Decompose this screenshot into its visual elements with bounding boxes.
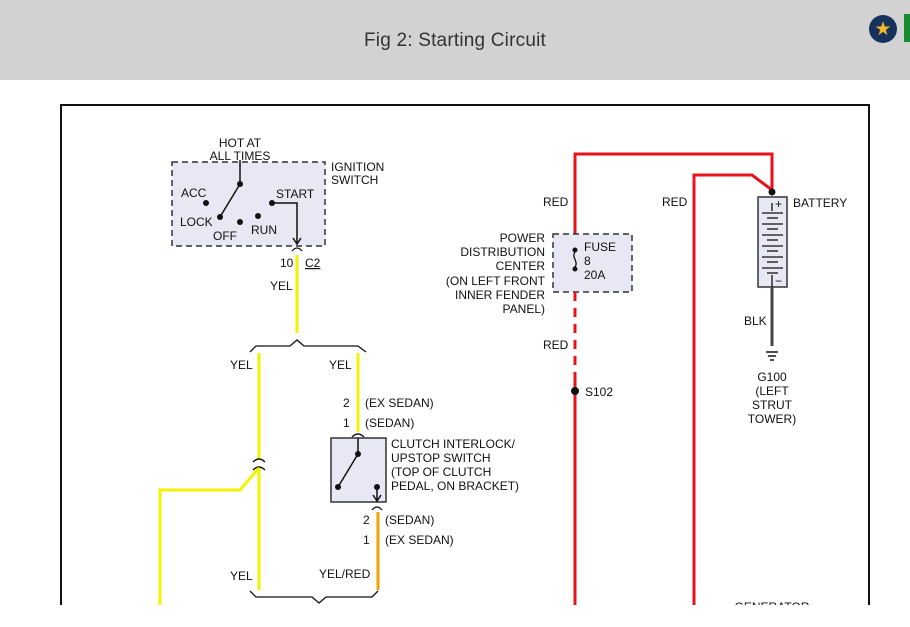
all-times-label: ALL TIMES bbox=[210, 149, 271, 163]
battery-cells-icon bbox=[762, 212, 783, 274]
clutch-top-connector-icon bbox=[351, 433, 365, 438]
clutch-bottom-pin-2: 2 bbox=[363, 513, 370, 527]
clutch-bottom-connector-icon bbox=[371, 506, 383, 511]
switch-blade bbox=[219, 183, 241, 218]
inline-connector-bottom-icon bbox=[252, 466, 266, 471]
splice-label: S102 bbox=[585, 385, 613, 399]
clutch-label-4: PEDAL, ON BRACKET) bbox=[391, 479, 519, 493]
battery-label: BATTERY bbox=[793, 196, 847, 210]
clutch-blade bbox=[337, 453, 359, 488]
diagram-frame bbox=[60, 104, 870, 627]
lock-label: LOCK bbox=[180, 215, 213, 229]
ground-label-4: TOWER) bbox=[748, 412, 796, 426]
pdc-label-1: POWER bbox=[500, 231, 546, 245]
pdc-label-5: INNER FENDER bbox=[455, 288, 545, 302]
start-label: START bbox=[276, 187, 315, 201]
red-wire-right bbox=[692, 173, 773, 605]
red-wire-lower-label: RED bbox=[543, 338, 569, 352]
ground-icon bbox=[766, 351, 778, 361]
battery-box bbox=[757, 196, 788, 288]
battery-minus-sign: − bbox=[775, 274, 782, 288]
ignition-switch-label-2: SWITCH bbox=[331, 173, 378, 187]
ground-label-1: G100 bbox=[757, 370, 787, 384]
fuse-rating: 20A bbox=[584, 268, 605, 282]
clutch-arrow-icon bbox=[372, 494, 382, 503]
fuse-terminal-bottom bbox=[572, 266, 578, 272]
clutch-label-2: UPSTOP SWITCH bbox=[391, 451, 491, 465]
header-bar: Fig 2: Starting Circuit ★ bbox=[0, 0, 910, 80]
wire-split-bracket bbox=[249, 339, 367, 353]
yel-wire-left-label: YEL bbox=[230, 358, 253, 372]
off-label: OFF bbox=[213, 229, 237, 243]
acc-label: ACC bbox=[181, 186, 207, 200]
fuse-icon bbox=[573, 251, 577, 268]
fuse-label: FUSE bbox=[584, 240, 616, 254]
pdc-label-6: PANEL) bbox=[503, 302, 545, 316]
fuse-terminal-top bbox=[572, 247, 578, 253]
pdc-label-3: CENTER bbox=[496, 259, 546, 273]
switch-blade-dot bbox=[217, 214, 223, 220]
inline-connector-top-icon bbox=[252, 458, 266, 463]
clutch-bottom-pin-1-variant: (EX SEDAN) bbox=[385, 533, 454, 547]
yel-wire-main-label: YEL bbox=[270, 279, 293, 293]
run-label: RUN bbox=[251, 223, 277, 237]
page-bottom-band bbox=[0, 605, 910, 627]
c2-pin-label: 10 bbox=[280, 256, 294, 270]
start-arrow-icon bbox=[292, 237, 302, 246]
red-wire-left-label: RED bbox=[543, 195, 569, 209]
pdc-label-4: (ON LEFT FRONT bbox=[446, 274, 546, 288]
battery-plus-sign: + bbox=[775, 197, 782, 211]
run-contact bbox=[255, 213, 261, 219]
ignition-switch-box bbox=[171, 161, 326, 247]
red-wire-right-label: RED bbox=[662, 195, 688, 209]
yel-wire-right-label: YEL bbox=[329, 358, 352, 372]
c2-connector-label: C2 bbox=[305, 256, 321, 270]
favorite-button[interactable]: ★ bbox=[869, 15, 897, 43]
wire-join-bracket bbox=[249, 590, 379, 604]
clutch-top-pin-2-variant: (EX SEDAN) bbox=[365, 396, 434, 410]
splice-dot bbox=[571, 387, 579, 395]
yel-wire-branch bbox=[158, 467, 261, 605]
star-icon: ★ bbox=[874, 18, 892, 40]
ground-label-2: (LEFT bbox=[755, 384, 789, 398]
start-output-line bbox=[272, 202, 298, 243]
red-wire-top bbox=[573, 152, 774, 260]
ground-label-3: STRUT bbox=[752, 398, 793, 412]
clutch-top-pin-1: 1 bbox=[343, 416, 350, 430]
power-distribution-box bbox=[552, 233, 633, 293]
blk-wire-label: BLK bbox=[744, 314, 767, 328]
acc-contact bbox=[203, 200, 209, 206]
yel-red-wire-label: YEL/RED bbox=[319, 567, 371, 581]
clutch-label-1: CLUTCH INTERLOCK/ bbox=[391, 437, 516, 451]
clutch-top-pin-2: 2 bbox=[343, 396, 350, 410]
c2-connector-icon bbox=[291, 247, 303, 252]
ignition-switch-label-1: IGNITION bbox=[331, 160, 384, 174]
clutch-bottom-pin-2-variant: (SEDAN) bbox=[385, 513, 434, 527]
pdc-label-2: DISTRIBUTION bbox=[460, 245, 545, 259]
clutch-top-pin-1-variant: (SEDAN) bbox=[365, 416, 414, 430]
fuse-number: 8 bbox=[584, 254, 591, 268]
side-tab[interactable] bbox=[904, 14, 910, 42]
page-title: Fig 2: Starting Circuit bbox=[364, 30, 546, 51]
hot-at-label: HOT AT bbox=[219, 136, 262, 150]
clutch-bottom-pin-1: 1 bbox=[363, 533, 370, 547]
battery-plus-terminal bbox=[768, 188, 776, 196]
clutch-label-3: (TOP OF CLUTCH bbox=[391, 465, 491, 479]
clutch-contact-bottom bbox=[335, 484, 341, 490]
off-contact bbox=[237, 219, 243, 225]
yel-wire-bottom-label: YEL bbox=[230, 569, 253, 583]
